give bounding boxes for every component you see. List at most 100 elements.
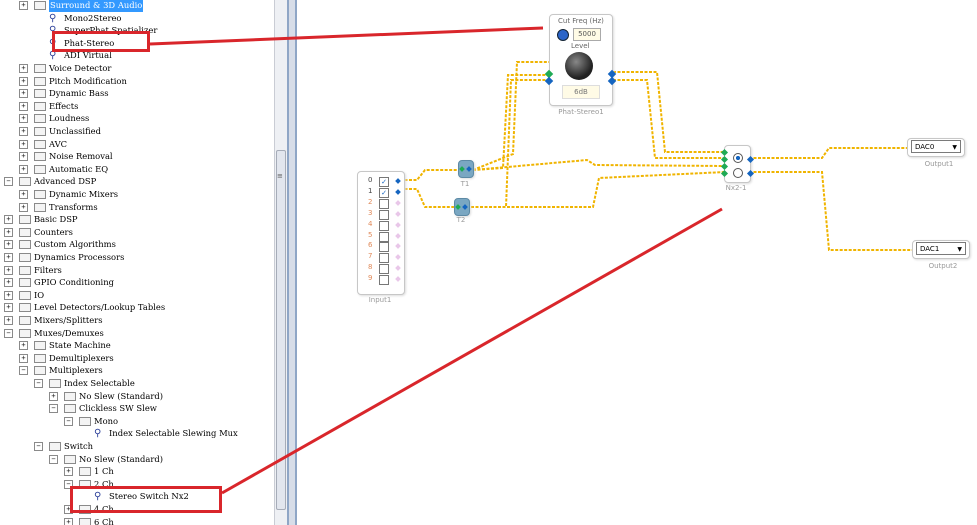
input-out-port[interactable]	[395, 178, 401, 184]
collapse-icon[interactable]: −	[49, 454, 58, 464]
output2-block[interactable]: DAC1▼	[912, 240, 970, 259]
collapse-icon[interactable]: −	[34, 379, 43, 388]
output1-dropdown[interactable]: DAC0▼	[911, 140, 961, 153]
mux-block[interactable]	[720, 145, 755, 183]
tree-folder[interactable]: −Mono	[0, 415, 274, 428]
tree-folder[interactable]: −No Slew (Standard)	[0, 453, 274, 466]
expand-icon[interactable]: +	[64, 467, 73, 477]
schematic-canvas[interactable]: Cut Freq (Hz) 5000 Level 6dB Phat-Stereo…	[297, 0, 977, 525]
tree-folder[interactable]: +Pitch Modification	[0, 75, 274, 88]
expand-icon[interactable]: +	[19, 101, 28, 111]
tree-folder[interactable]: −Clickless SW Slew	[0, 402, 274, 415]
t2-in-port[interactable]	[455, 204, 461, 210]
input-channel-checkbox[interactable]	[379, 220, 389, 231]
collapse-icon[interactable]: −	[34, 442, 43, 451]
t1-block[interactable]	[458, 160, 474, 178]
link-icon[interactable]	[557, 29, 569, 41]
input-out-port[interactable]	[395, 254, 401, 261]
expand-icon[interactable]: +	[4, 253, 13, 262]
tree-folder[interactable]: +IO	[0, 289, 274, 302]
expand-icon[interactable]: +	[19, 164, 28, 174]
input-out-port[interactable]	[395, 276, 401, 282]
tree-folder[interactable]: +State Machine	[0, 339, 274, 352]
expand-icon[interactable]: +	[4, 278, 13, 288]
tree-folder[interactable]: +Effects	[0, 100, 274, 113]
expand-icon[interactable]: +	[19, 1, 28, 10]
tree-folder[interactable]: +Noise Removal	[0, 150, 274, 163]
tree-folder[interactable]: +Level Detectors/Lookup Tables	[0, 301, 274, 314]
input-out-port[interactable]	[395, 189, 401, 195]
expand-icon[interactable]: +	[49, 391, 58, 401]
expand-icon[interactable]: +	[19, 341, 28, 351]
tree-folder[interactable]: +GPIO Conditioning	[0, 276, 274, 289]
expand-icon[interactable]: +	[4, 240, 13, 250]
collapse-icon[interactable]: −	[4, 177, 13, 187]
tree-folder[interactable]: −Multiplexers	[0, 364, 274, 377]
tree-item[interactable]: ⚲Index Selectable Slewing Mux	[0, 427, 274, 440]
expand-icon[interactable]: +	[19, 139, 28, 149]
input-channel-checkbox[interactable]	[379, 198, 389, 209]
collapse-icon[interactable]: −	[64, 479, 73, 489]
tree-item[interactable]: ⚲ADI Virtual	[0, 49, 274, 62]
t1-out-port[interactable]	[466, 166, 472, 172]
level-knob[interactable]	[565, 52, 593, 80]
freq-field[interactable]: 5000	[573, 28, 601, 41]
expand-icon[interactable]: +	[4, 303, 13, 313]
expand-icon[interactable]: +	[19, 64, 28, 73]
tree-item[interactable]: ⚲Stereo Switch Nx2	[0, 490, 274, 503]
input-channel-checkbox[interactable]: ✓	[379, 187, 389, 198]
expand-icon[interactable]: +	[19, 76, 28, 86]
tree-folder[interactable]: +No Slew (Standard)	[0, 390, 274, 403]
t2-out-port[interactable]	[462, 204, 468, 210]
expand-icon[interactable]: +	[19, 190, 28, 199]
input-out-port[interactable]	[395, 243, 401, 250]
tree-folder[interactable]: −Index Selectable	[0, 377, 274, 390]
tree-folder[interactable]: +Custom Algorithms	[0, 238, 274, 251]
tree-folder[interactable]: +Automatic EQ	[0, 163, 274, 176]
tree-folder[interactable]: +AVC	[0, 138, 274, 151]
tree-folder[interactable]: +Counters	[0, 226, 274, 239]
tree-folder[interactable]: +Surround & 3D Audio	[0, 0, 274, 12]
input-out-port[interactable]	[395, 265, 401, 272]
input-channel-checkbox[interactable]	[379, 264, 389, 275]
tree-folder[interactable]: +Basic DSP	[0, 213, 274, 226]
tree-item[interactable]: ⚲SuperPhat Spatializer	[0, 24, 274, 37]
tree-folder[interactable]: +Voice Detector	[0, 62, 274, 75]
expand-icon[interactable]: +	[19, 89, 28, 99]
expand-icon[interactable]: +	[19, 127, 28, 136]
tree-folder[interactable]: +Mixers/Splitters	[0, 314, 274, 327]
tree-folder[interactable]: −Muxes/Demuxes	[0, 327, 274, 340]
expand-icon[interactable]: +	[4, 227, 13, 237]
tree-scrollbar[interactable]: ≡	[274, 0, 287, 525]
collapse-icon[interactable]: −	[4, 328, 13, 338]
expand-icon[interactable]: +	[19, 353, 28, 363]
expand-icon[interactable]: +	[19, 202, 28, 212]
tree-folder[interactable]: −Switch	[0, 440, 274, 453]
tree-folder[interactable]: +Loudness	[0, 112, 274, 125]
toolbox-tree[interactable]: +Surround & 3D Audio⚲Mono2Stereo⚲SuperPh…	[0, 0, 274, 525]
input-out-port[interactable]	[395, 199, 401, 206]
panel-splitter[interactable]	[287, 0, 297, 525]
input-channel-checkbox[interactable]	[379, 209, 389, 220]
tree-folder[interactable]: +Unclassified	[0, 125, 274, 138]
expand-icon[interactable]: +	[4, 290, 13, 300]
tree-folder[interactable]: +Dynamics Processors	[0, 251, 274, 264]
phat-stereo-block[interactable]: Cut Freq (Hz) 5000 Level 6dB	[544, 14, 617, 106]
expand-icon[interactable]: +	[19, 114, 28, 124]
input-out-port[interactable]	[395, 221, 401, 228]
tree-folder[interactable]: −Advanced DSP	[0, 175, 274, 188]
input-channel-checkbox[interactable]: ✓	[379, 177, 389, 187]
input-channel-checkbox[interactable]	[379, 275, 389, 286]
tree-item[interactable]: ⚲Mono2Stereo	[0, 12, 274, 25]
input-channel-checkbox[interactable]	[379, 231, 389, 242]
expand-icon[interactable]: +	[4, 215, 13, 225]
expand-icon[interactable]: +	[64, 517, 73, 525]
tree-folder[interactable]: +6 Ch	[0, 516, 274, 525]
input-channel-checkbox[interactable]	[379, 253, 389, 264]
output1-block[interactable]: DAC0▼	[907, 138, 965, 157]
tree-folder[interactable]: +Dynamic Bass	[0, 87, 274, 100]
collapse-icon[interactable]: −	[19, 366, 28, 376]
expand-icon[interactable]: +	[4, 265, 13, 275]
tree-folder[interactable]: +Dynamic Mixers	[0, 188, 274, 201]
